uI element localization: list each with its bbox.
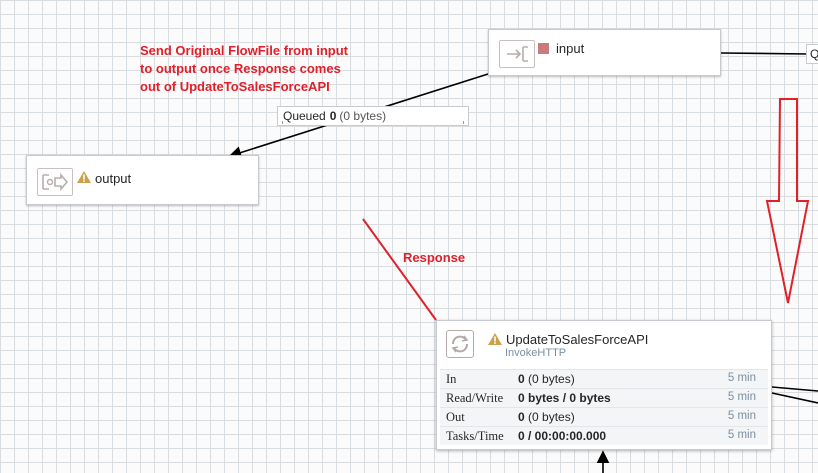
stat-label: Out: [446, 410, 465, 424]
processor-update-to-salesforce[interactable]: UpdateToSalesForceAPI InvokeHTTP In 0 (0…: [436, 320, 772, 450]
annotation-line-1: Send Original FlowFile from input: [140, 43, 348, 58]
stat-row-tasks-time: Tasks/Time 0 / 00:00:00.000 5 min: [440, 426, 768, 445]
connection-line-processor-right-1[interactable]: [771, 386, 818, 392]
stat-value: 0 (0 bytes): [518, 410, 575, 424]
stat-label: Tasks/Time: [446, 429, 504, 443]
output-port[interactable]: output: [26, 155, 259, 205]
stopped-status-icon: [538, 43, 549, 54]
connection-line-input-right[interactable]: [720, 52, 809, 55]
annotation-note: Send Original FlowFile from input to out…: [140, 42, 348, 96]
processor-type: InvokeHTTP: [505, 347, 567, 359]
input-port-icon: [499, 40, 535, 68]
queued-bytes: (0 bytes): [339, 109, 387, 123]
red-down-arrow-icon: [765, 98, 810, 304]
stat-value: 0 bytes / 0 bytes: [518, 391, 611, 405]
output-port-name: output: [95, 171, 132, 186]
annotation-line-2: to output once Response comes: [140, 61, 341, 76]
stat-label: In: [446, 372, 457, 386]
processor-name: UpdateToSalesForceAPI: [506, 332, 649, 347]
processor-stats: In 0 (0 bytes) 5 min Read/Write 0 bytes …: [440, 369, 768, 445]
queue-progress-bar: [282, 121, 464, 124]
stat-row-in: In 0 (0 bytes) 5 min: [440, 369, 768, 388]
response-annotation-line: [362, 218, 437, 321]
output-port-icon: [37, 168, 73, 196]
connection-label-right[interactable]: Q: [806, 44, 818, 64]
input-port-name: input: [556, 41, 585, 56]
queued-count: 0: [329, 109, 337, 123]
annotation-line-3: out of UpdateToSalesForceAPI: [140, 79, 330, 94]
queued-label: Queued: [283, 109, 326, 123]
warning-icon: [488, 333, 502, 345]
stat-period: 5 min: [727, 391, 756, 403]
stat-period: 5 min: [727, 410, 756, 422]
stat-label: Read/Write: [446, 391, 504, 405]
stat-period: 5 min: [727, 372, 756, 384]
warning-icon: [77, 171, 91, 183]
input-port[interactable]: input: [488, 29, 721, 76]
stat-row-out: Out 0 (0 bytes) 5 min: [440, 407, 768, 426]
stat-value: 0 / 00:00:00.000: [518, 429, 607, 443]
processor-icon: [446, 330, 474, 358]
stat-value: 0 (0 bytes): [518, 372, 575, 386]
connection-line-processor-right-2[interactable]: [771, 392, 818, 404]
response-label: Response: [403, 250, 466, 265]
stat-row-read-write: Read/Write 0 bytes / 0 bytes 5 min: [440, 388, 768, 407]
stat-period: 5 min: [727, 429, 756, 441]
